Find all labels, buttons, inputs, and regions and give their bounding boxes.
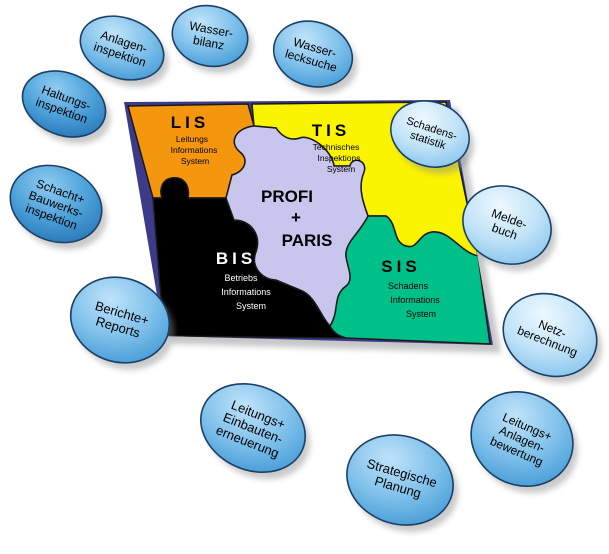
sis-sub-3: System: [406, 309, 436, 319]
bubble-schadensstatistik: Schadens-statistik: [390, 100, 475, 175]
center-title-2: +: [291, 208, 301, 227]
bubble-haltungsinspektion: Haltungs-inspektion: [21, 70, 111, 144]
bis-title: BIS: [216, 249, 256, 268]
bubble-wasserlecksuche: Wasser-lecksuche: [272, 20, 358, 94]
bubble-berichte-reports: Berichte+Reports: [69, 276, 175, 370]
sis-sub-1: Schadens: [388, 281, 429, 291]
sis-sub-2: Informations: [390, 295, 440, 305]
bubble-shape: [9, 164, 103, 244]
bubble-label: Wasser-bilanz: [186, 19, 235, 54]
center-piece: [225, 125, 369, 328]
bis-sub-3: System: [236, 301, 266, 311]
bubble-shape: [502, 292, 598, 378]
center-title-1: PROFI: [261, 187, 313, 206]
bubble-shape: [171, 4, 249, 68]
bubble-shape: [272, 20, 354, 88]
bubble-shape: [346, 434, 454, 526]
bubble-leitungs-anlagenbewertung: Leitungs+Anlagen-bewertung: [470, 390, 578, 494]
lis-sub-3: System: [181, 156, 209, 166]
bubble-shape: [462, 185, 552, 265]
center-title-3: PARIS: [282, 231, 333, 250]
bubble-shape: [69, 276, 171, 364]
tis-sub-3: System: [327, 164, 355, 174]
sis-title: SIS: [381, 257, 420, 276]
bubble-shape: [199, 382, 307, 474]
bis-sub-2: Informations: [221, 287, 271, 297]
bubble-netzberechnung: Netz-berechnung: [502, 292, 602, 384]
bubble-schacht-bauwerksinspektion: Schacht+Bauwerks-inspektion: [9, 164, 107, 250]
lis-sub-2: Informations: [171, 145, 218, 155]
puzzle-pieces: [127, 101, 491, 345]
bubble-shape: [390, 100, 470, 168]
bubble-strategische-planung: StrategischePlanung: [346, 434, 459, 533]
tis-sub-1: Technisches: [313, 142, 360, 152]
bubble-shape: [470, 390, 574, 488]
bis-sub-1: Betriebs: [224, 273, 258, 283]
tis-title: TIS: [312, 121, 350, 140]
tis-sub-2: Inspektions: [318, 153, 361, 163]
lis-title: LIS: [171, 113, 209, 132]
bubble-shape: [21, 70, 107, 138]
bubble-shape: [79, 15, 165, 81]
bubble-anlageninspektion: Anlagen-inspektion: [79, 15, 169, 87]
bubble-wasserbilanz: Wasser-bilanz: [171, 4, 253, 74]
bubble-label-line: bilanz: [192, 33, 225, 53]
lis-sub-1: Leitungs: [176, 134, 208, 144]
bubble-leitungs-einbautenerneuerung: Leitungs+Einbauten-erneuerung: [199, 382, 311, 480]
bubble-meldebuch: Melde-buch: [462, 185, 557, 272]
